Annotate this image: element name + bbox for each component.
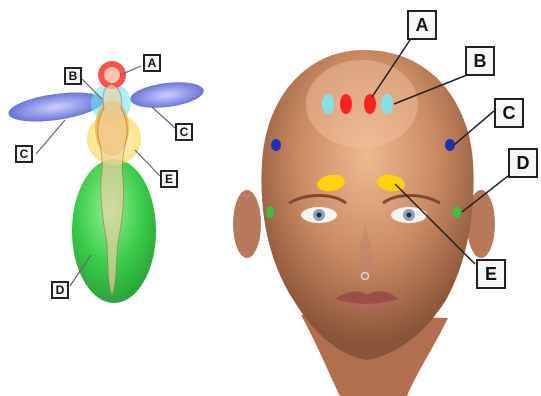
left-c-right-line [152,107,175,128]
left-label-c-right: C [175,123,193,141]
right-left-pupil [317,213,322,218]
right-red-point-left [340,94,352,114]
right-left-ear [233,190,261,258]
right-blue-point-left [271,139,281,151]
left-label-a: A [143,54,161,72]
right-right-pupil [407,213,412,218]
left-label-d: D [51,281,69,299]
right-label-d: D [508,148,538,178]
right-label-e: E [476,259,506,289]
right-green-point-left [266,206,274,218]
right-label-c: C [494,98,524,128]
right-label-b: B [465,46,495,76]
right-head-illustration [233,50,495,396]
right-green-point-right [453,206,461,218]
left-c-left-line [36,120,65,154]
left-e-line [135,150,160,176]
right-cyan-point-right [381,94,393,114]
left-label-b: B [64,67,82,85]
left-blue-wing-left [7,87,106,126]
right-blue-point-right [445,139,455,151]
left-blue-wing-right [129,79,205,112]
left-label-e: E [160,170,178,188]
right-label-a: A [407,10,437,40]
left-label-c-left: C [15,145,33,163]
right-red-point-right [364,94,376,114]
left-head-core [104,67,120,83]
right-cyan-point-left [322,94,334,114]
